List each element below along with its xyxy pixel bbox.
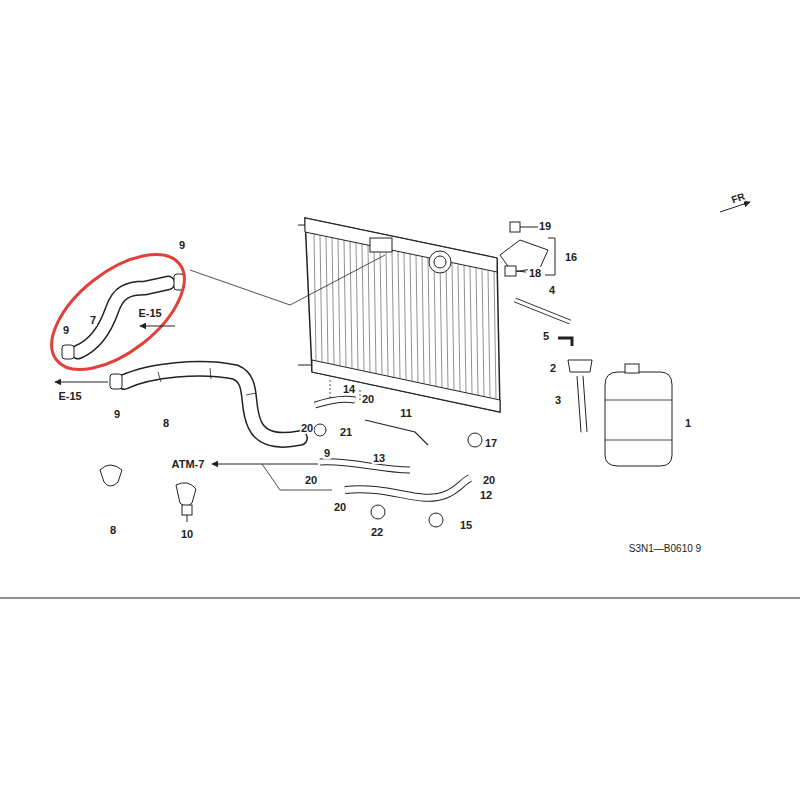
- callout-number: 20: [304, 474, 318, 486]
- callout-number: 18: [528, 267, 542, 279]
- callout-number: 17: [484, 437, 498, 449]
- diagram-code: S3N1—B0610 9: [628, 543, 702, 554]
- callout-number: E-15: [137, 307, 162, 319]
- callout-number: 20: [300, 422, 314, 434]
- callout-number: 14: [342, 383, 356, 395]
- callout-number: 7: [89, 314, 97, 326]
- callout-number: 5: [542, 330, 550, 342]
- callout-number: 9: [113, 408, 121, 420]
- callout-number: 3: [554, 394, 562, 406]
- callout-number: FR: [729, 190, 747, 206]
- callout-number: 16: [564, 251, 578, 263]
- callout-number: 12: [479, 489, 493, 501]
- callout-number: 1: [684, 417, 692, 429]
- callout-number: 20: [361, 393, 375, 405]
- callout-number: 9: [178, 239, 186, 251]
- callout-number: ATM-7: [171, 458, 206, 470]
- callout-number: 4: [548, 284, 556, 296]
- callout-number: 20: [482, 474, 496, 486]
- callout-number: 8: [109, 524, 117, 536]
- callout-number: E-15: [57, 390, 82, 402]
- callout-number: 20: [333, 501, 347, 513]
- callout-number: 19: [538, 220, 552, 232]
- callout-number: 9: [62, 324, 70, 336]
- callout-number: 9: [323, 447, 331, 459]
- callout-number: 22: [370, 526, 384, 538]
- callout-number: 2: [549, 362, 557, 374]
- callout-number: 11: [399, 407, 413, 419]
- callout-number: 8: [162, 417, 170, 429]
- callout-number: 21: [339, 426, 353, 438]
- callout-number: 13: [372, 452, 386, 464]
- callout-number: 15: [459, 519, 473, 531]
- callout-number: 10: [180, 528, 194, 540]
